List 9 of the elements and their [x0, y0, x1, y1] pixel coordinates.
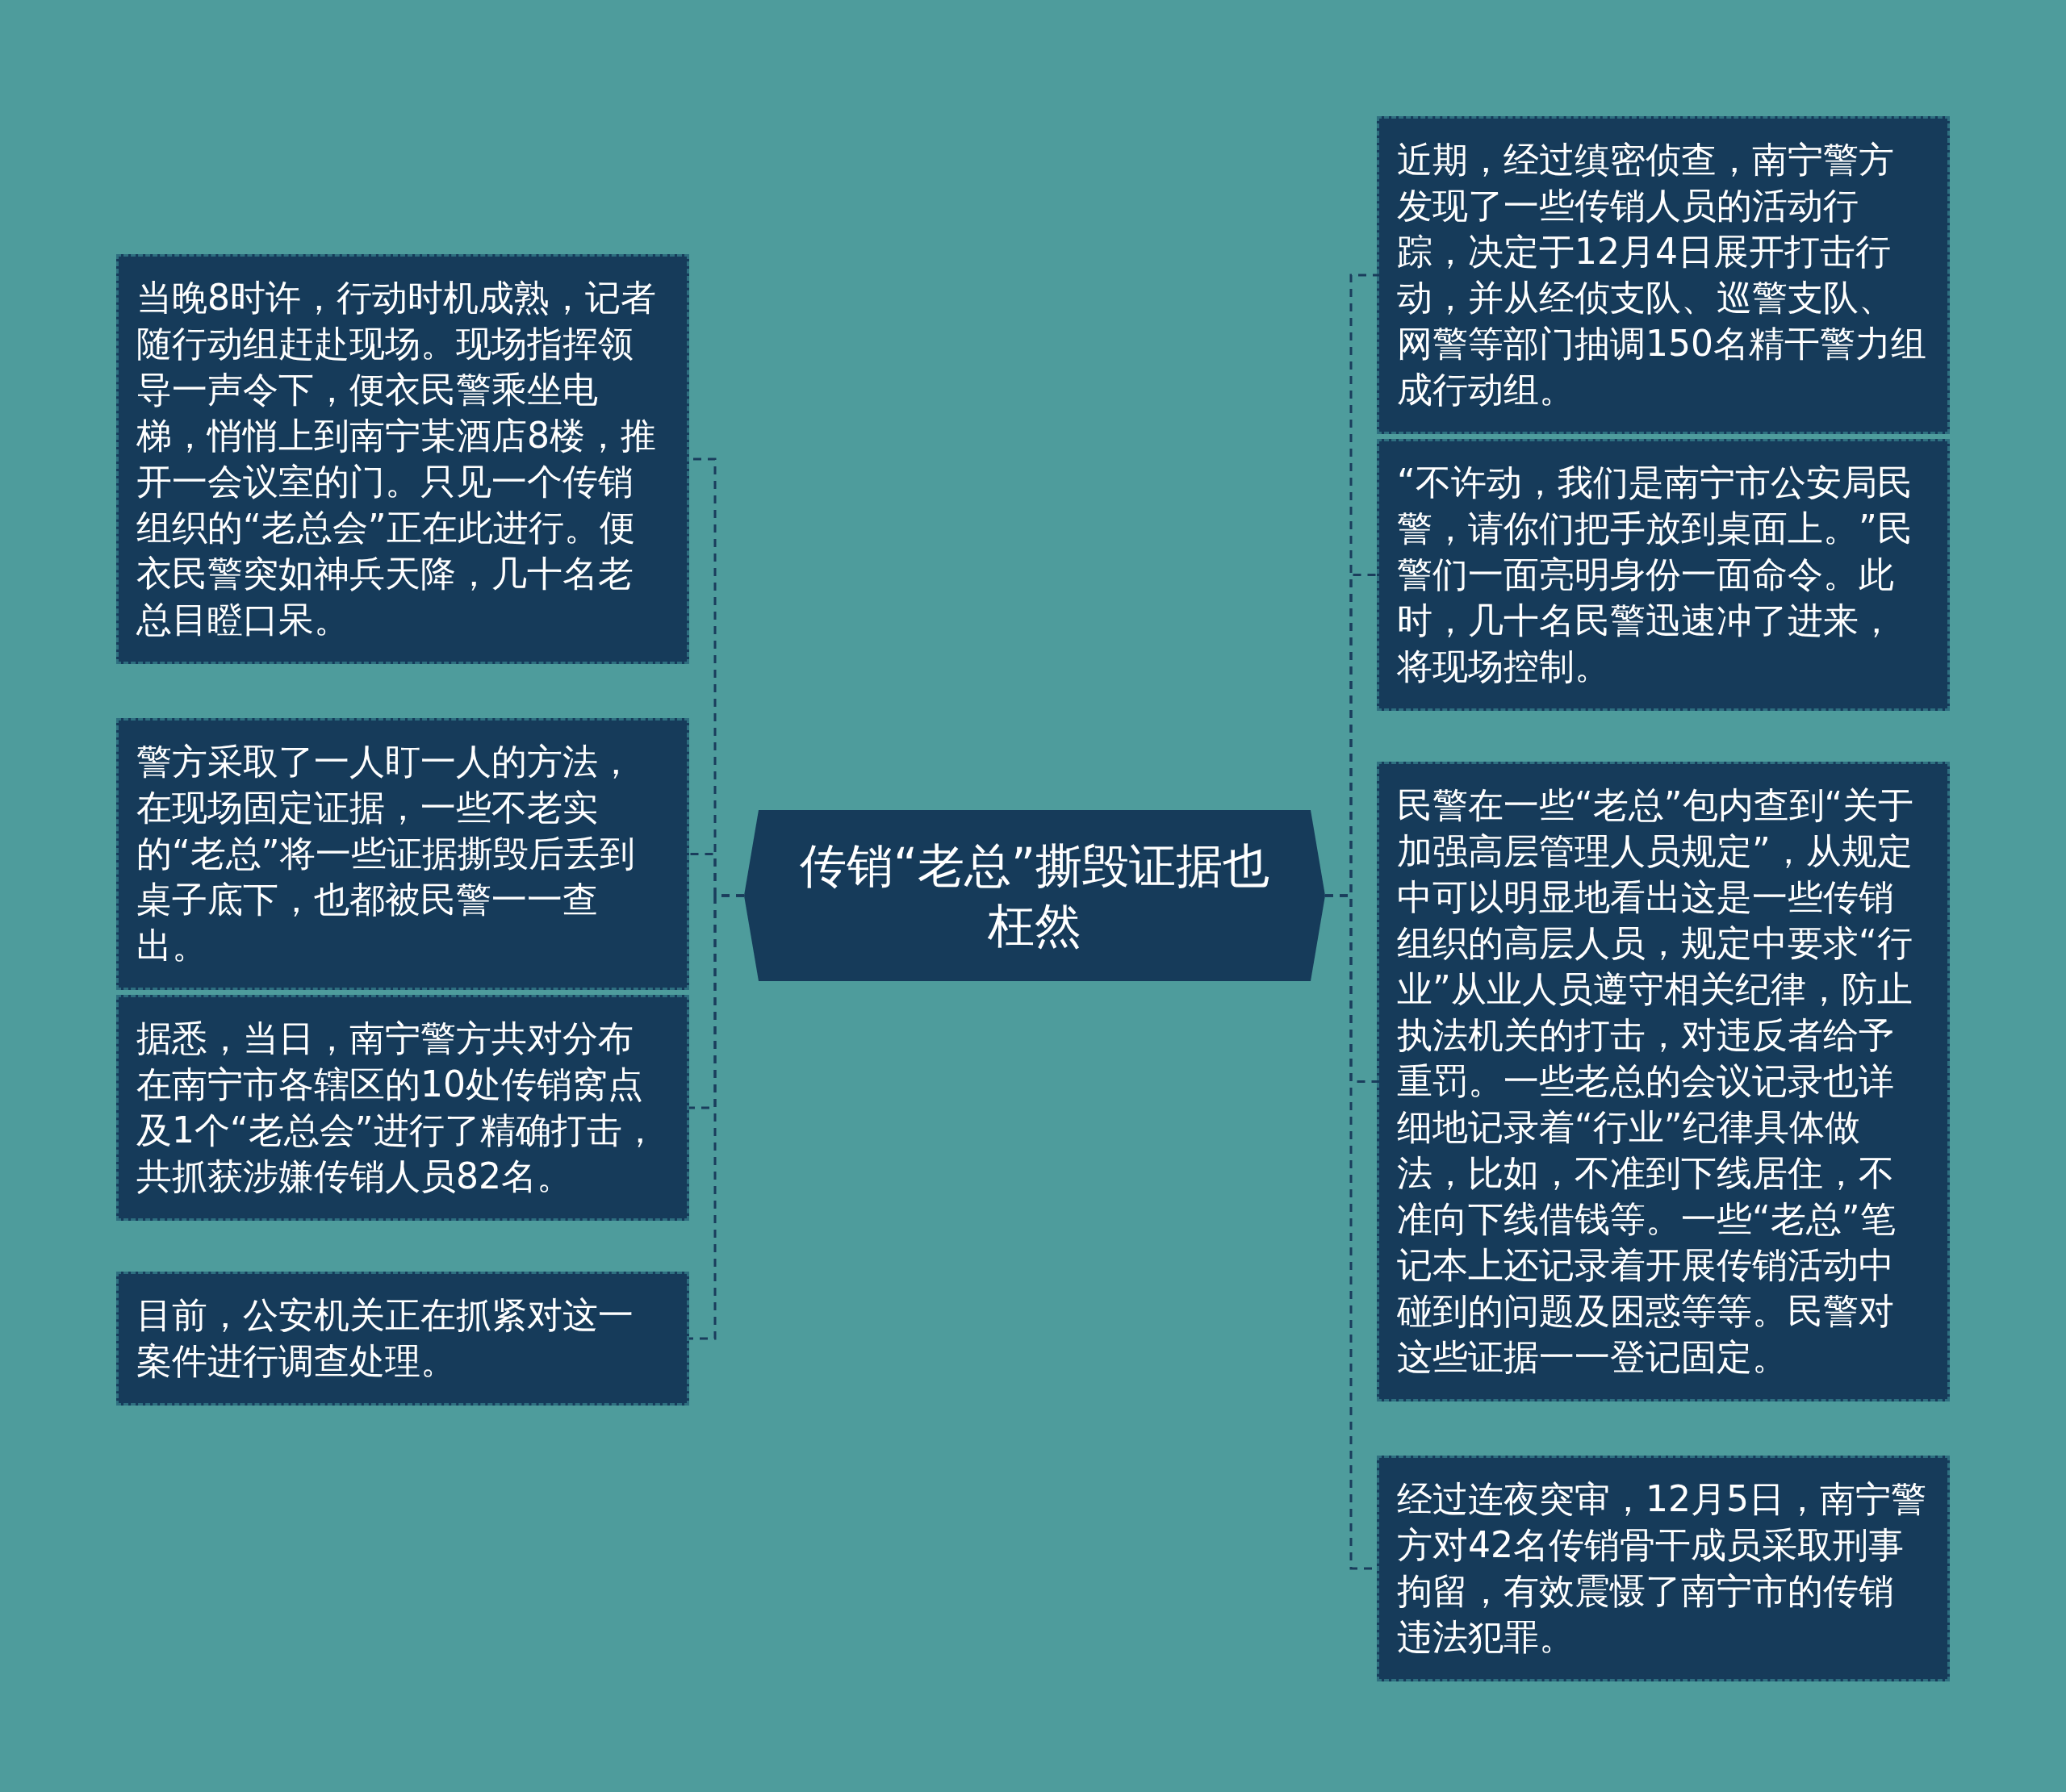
- text-box: 警方采取了一人盯一人的方法，在现场固定证据，一些不老实的“老总”将一些证据撕毁后丢到桌子底下，也都被民警一一查出。: [116, 718, 689, 990]
- text-box: 目前，公安机关正在抓紧对这一案件进行调查处理。: [116, 1272, 689, 1406]
- text-box: “不许动，我们是南宁市公安局民警，请你们把手放到桌面上。”民警们一面亮明身份一面命令。此时，几十名民警迅速冲了进来，将现场控制。: [1377, 439, 1950, 711]
- text-box: 近期，经过缜密侦查，南宁警方发现了一些传销人员的活动行踪，决定于12月4日展开打击行动，并从经侦支队、巡警支队、网警等部门抽调150名精干警力组成行动组。: [1377, 116, 1950, 434]
- text-box: 民警在一些“老总”包内查到“关于加强高层管理人员规定”，从规定中可以明显地看出这是一些传销组织的高层人员，规定中要求“行业”从业人员遵守相关纪律，防止执法机关的打击，对违反者给予重罚。一些老总的会议记录也详细地记录着“行业”纪律具体做法，比如，不准到下线居住，不准向下线借钱等。一些“老总”笔记本上还记录着开展传销活动中碰到的问题及困惑等等。民警对这些证据一一登记固定。: [1377, 762, 1950, 1401]
- text-box: 经过连夜突审，12月5日，南宁警方对42名传销骨干成员采取刑事拘留，有效震慑了南宁市的传销违法犯罪。: [1377, 1456, 1950, 1681]
- text-box: 当晚8时许，行动时机成熟，记者随行动组赶赴现场。现场指挥领导一声令下，便衣民警乘坐电梯，悄悄上到南宁某酒店8楼，推开一会议室的门。只见一个传销组织的“老总会”正在此进行。便衣民警突如神兵天降，几十名老总目瞪口呆。: [116, 254, 689, 664]
- text-box: 据悉，当日，南宁警方共对分布在南宁市各辖区的10处传销窝点及1个“老总会”进行了精确打击，共抓获涉嫌传销人员82名。: [116, 995, 689, 1221]
- connector-line: [689, 894, 744, 1340]
